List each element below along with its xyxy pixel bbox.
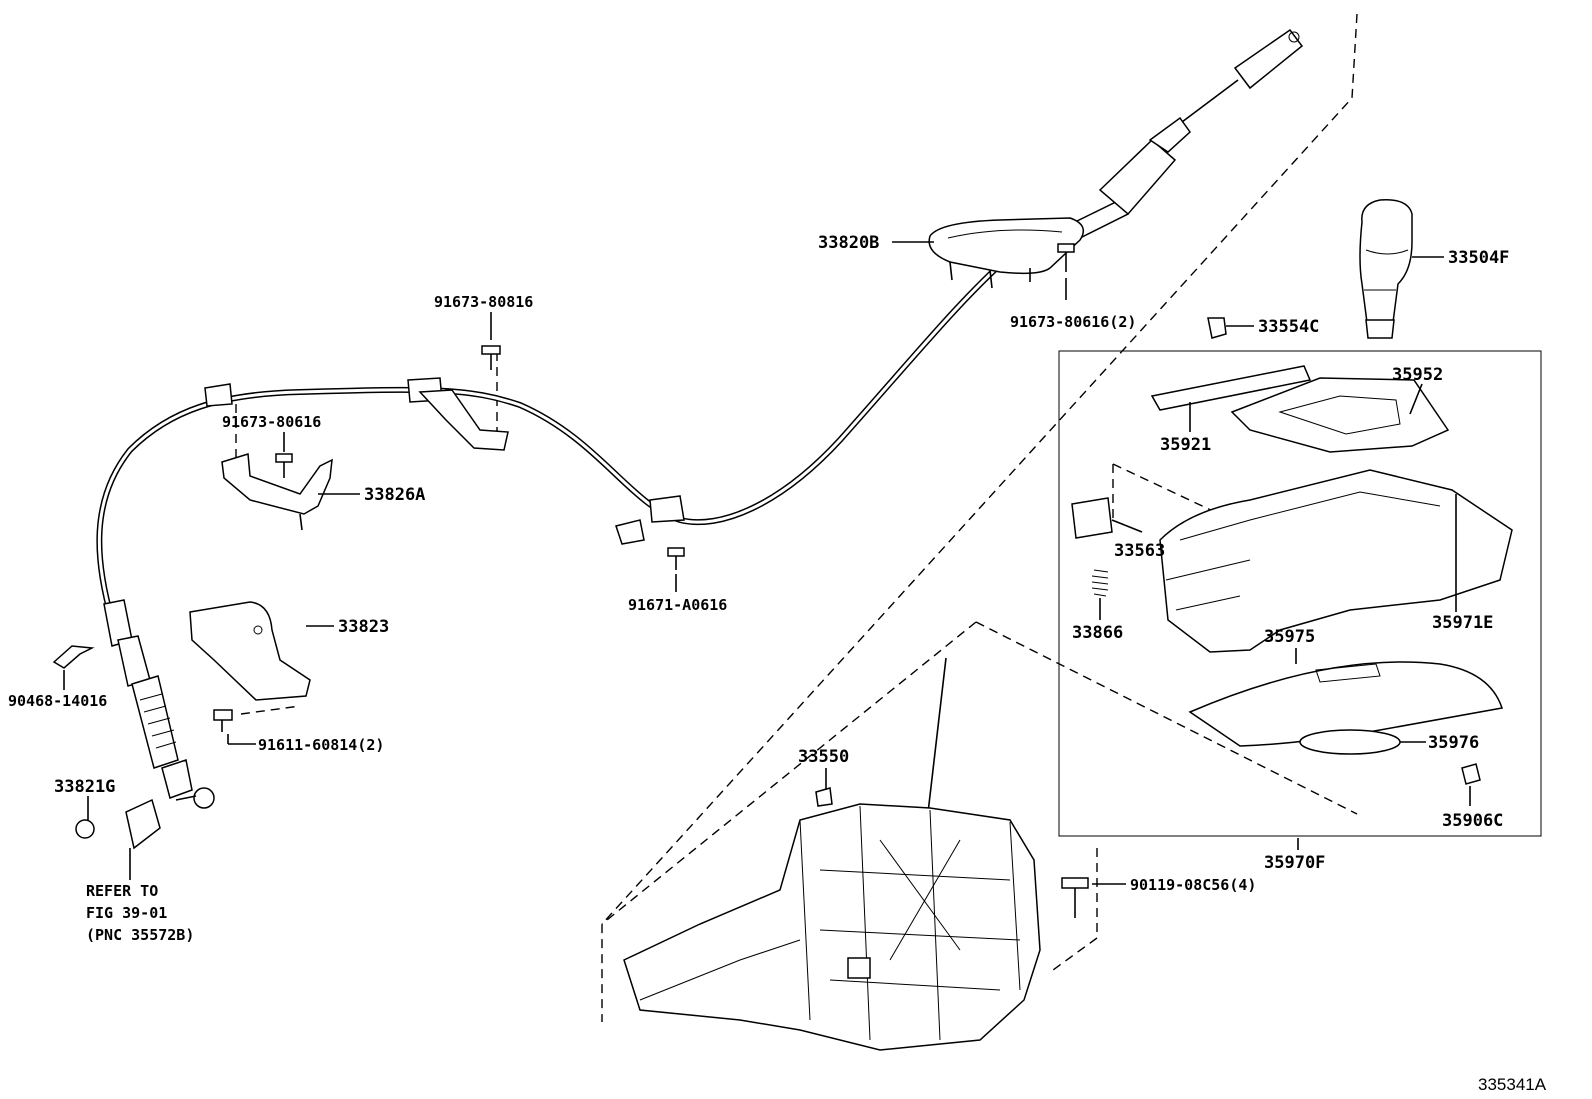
refer-note-line1: REFER TO — [86, 882, 158, 900]
refer-note: REFER TO FIG 39-01 (PNC 35572B) — [86, 882, 194, 944]
part-35970F-console-box — [1058, 350, 1542, 837]
part-33550-shift-lever — [623, 657, 1041, 1051]
label-90119-08C56-4: 90119-08C56(4) — [1130, 876, 1256, 894]
label-33821G: 33821G — [54, 777, 115, 797]
label-35975: 35975 — [1264, 627, 1315, 647]
label-33826A: 33826A — [364, 485, 425, 505]
label-33820B: 33820B — [818, 233, 879, 253]
dashed-guide-lines — [235, 13, 1358, 1022]
label-33563: 33563 — [1114, 541, 1165, 561]
part-33504F-shift-knob — [1359, 199, 1413, 339]
label-35976: 35976 — [1428, 733, 1479, 753]
part-33820B-retainer — [928, 217, 1085, 289]
label-91673-80816: 91673-80816 — [434, 293, 533, 311]
label-35952: 35952 — [1392, 365, 1443, 385]
label-91673-80616: 91673-80616 — [222, 413, 321, 431]
shift-cable-assy — [96, 28, 1304, 809]
bolts-and-clips — [52, 243, 1481, 918]
label-35921: 35921 — [1160, 435, 1211, 455]
label-33504F: 33504F — [1448, 248, 1509, 268]
label-35906C: 35906C — [1442, 811, 1503, 831]
label-35970F: 35970F — [1264, 853, 1325, 873]
refer-note-line2: FIG 39-01 — [86, 904, 167, 922]
label-91673-80616-2: 91673-80616(2) — [1010, 313, 1136, 331]
figure-id: 335341A — [1478, 1075, 1547, 1094]
label-90468-14016: 90468-14016 — [8, 692, 107, 710]
label-35971E: 35971E — [1432, 613, 1493, 633]
label-33550: 33550 — [798, 747, 849, 767]
refer-note-line3: (PNC 35572B) — [86, 926, 194, 944]
label-91611-60814-2: 91611-60814(2) — [258, 736, 384, 754]
label-33866: 33866 — [1072, 623, 1123, 643]
label-33554C: 33554C — [1258, 317, 1319, 337]
part-labels: 33820B 33504F 91673-80816 91673-80616(2)… — [8, 233, 1509, 894]
label-91671-A0616: 91671-A0616 — [628, 596, 727, 614]
brackets — [189, 389, 645, 701]
label-33823: 33823 — [338, 617, 389, 637]
leader-lines — [63, 241, 1471, 885]
